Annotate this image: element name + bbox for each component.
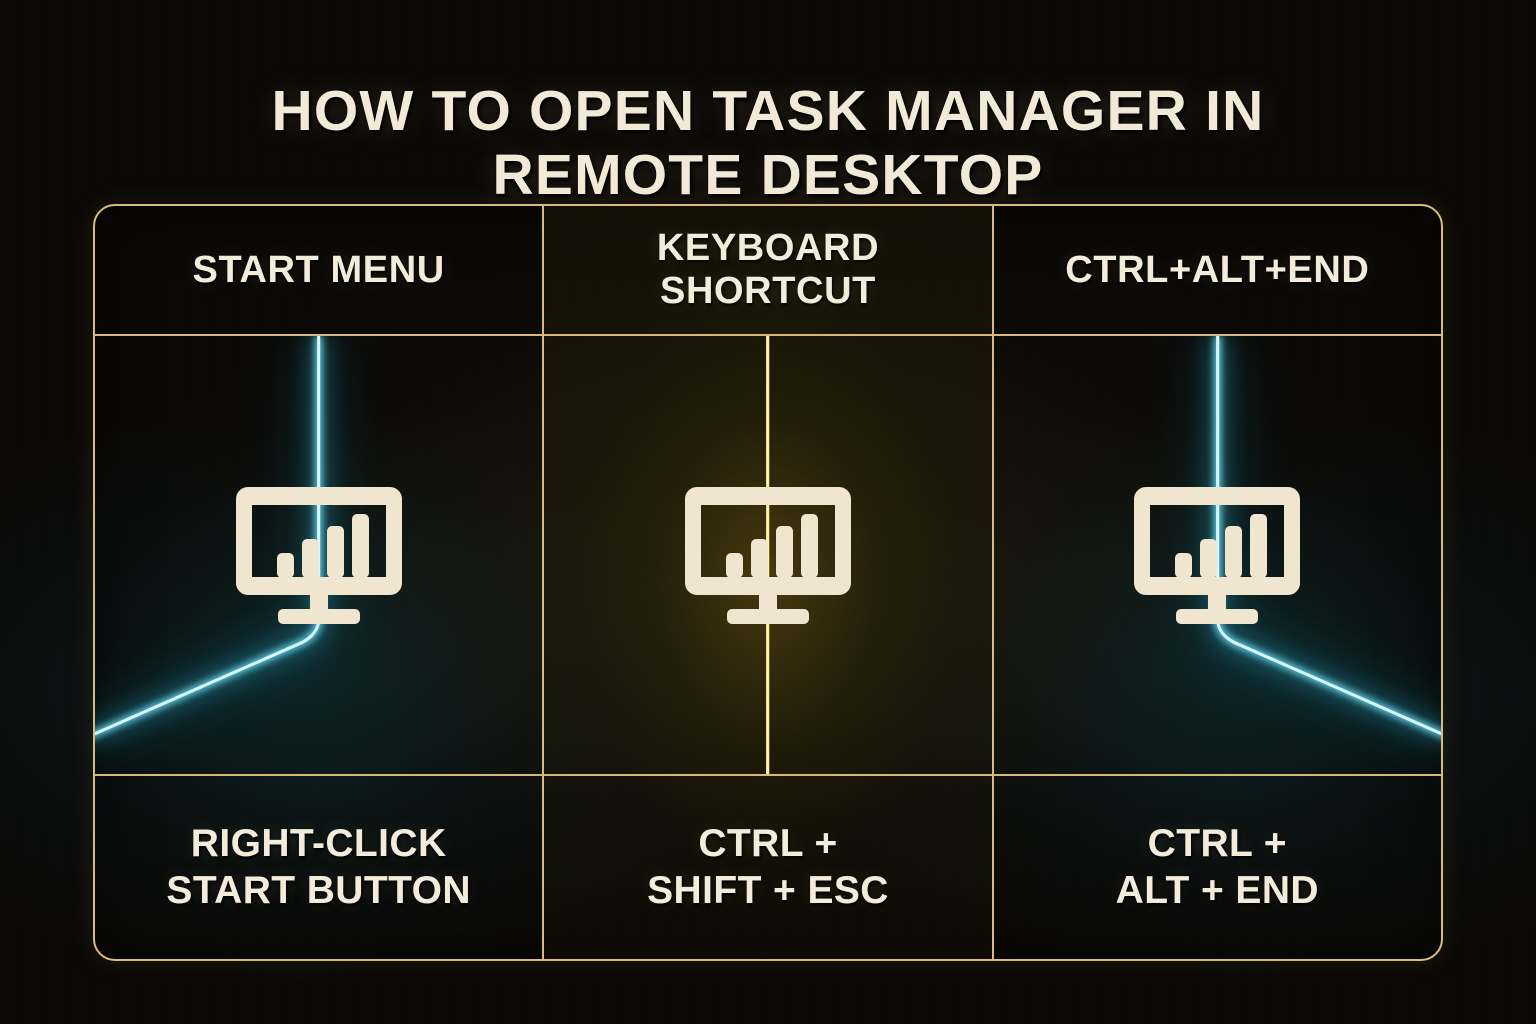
methods-table: START MENU bbox=[93, 204, 1443, 961]
column-start-menu: START MENU bbox=[95, 206, 543, 959]
footer-ctrl-alt-end-line-1: CTRL + bbox=[1147, 822, 1287, 866]
column-header-keyboard-shortcut-line-1: KEYBOARD bbox=[656, 227, 880, 270]
column-footer-keyboard-shortcut: CTRL + SHIFT + ESC bbox=[544, 774, 992, 959]
page-title-line-1: HOW TO OPEN TASK MANAGER IN bbox=[271, 79, 1265, 144]
column-header-start-menu-label: START MENU bbox=[192, 248, 445, 291]
monitor-bar-chart-icon bbox=[684, 487, 851, 624]
monitor-bar-chart-icon-ctrl-alt-end bbox=[1134, 481, 1301, 629]
column-header-start-menu: START MENU bbox=[95, 206, 543, 336]
column-header-ctrl-alt-end-label: CTRL+ALT+END bbox=[1065, 248, 1370, 291]
footer-start-menu-line-2: START BUTTON bbox=[166, 868, 471, 912]
footer-ctrl-alt-end-line-2: ALT + END bbox=[1115, 868, 1319, 912]
monitor-bar-chart-icon bbox=[235, 487, 402, 624]
monitor-bar-chart-icon-keyboard-shortcut bbox=[684, 481, 851, 629]
footer-keyboard-shortcut-line-2: SHIFT + ESC bbox=[647, 868, 889, 912]
column-body-ctrl-alt-end bbox=[994, 336, 1441, 774]
footer-start-menu-line-1: RIGHT-CLICK bbox=[190, 822, 447, 866]
column-body-start-menu bbox=[95, 336, 542, 774]
column-keyboard-shortcut: KEYBOARD SHORTCUT bbox=[542, 206, 992, 959]
page-title-line-2: REMOTE DESKTOP bbox=[492, 143, 1044, 208]
monitor-bar-chart-icon-start-menu bbox=[235, 481, 402, 629]
column-body-keyboard-shortcut bbox=[544, 336, 991, 774]
footer-keyboard-shortcut-line-1: CTRL + bbox=[698, 822, 838, 866]
page-title: HOW TO OPEN TASK MANAGER IN REMOTE DESKT… bbox=[0, 79, 1536, 208]
column-ctrl-alt-end: CTRL+ALT+END bbox=[991, 206, 1441, 959]
column-header-keyboard-shortcut-line-2: SHORTCUT bbox=[660, 270, 876, 312]
column-footer-start-menu: RIGHT-CLICK START BUTTON bbox=[95, 774, 543, 959]
column-header-keyboard-shortcut: KEYBOARD SHORTCUT bbox=[544, 206, 992, 336]
column-footer-ctrl-alt-end: CTRL + ALT + END bbox=[993, 774, 1441, 959]
column-header-ctrl-alt-end: CTRL+ALT+END bbox=[993, 206, 1441, 336]
monitor-bar-chart-icon bbox=[1134, 487, 1301, 624]
